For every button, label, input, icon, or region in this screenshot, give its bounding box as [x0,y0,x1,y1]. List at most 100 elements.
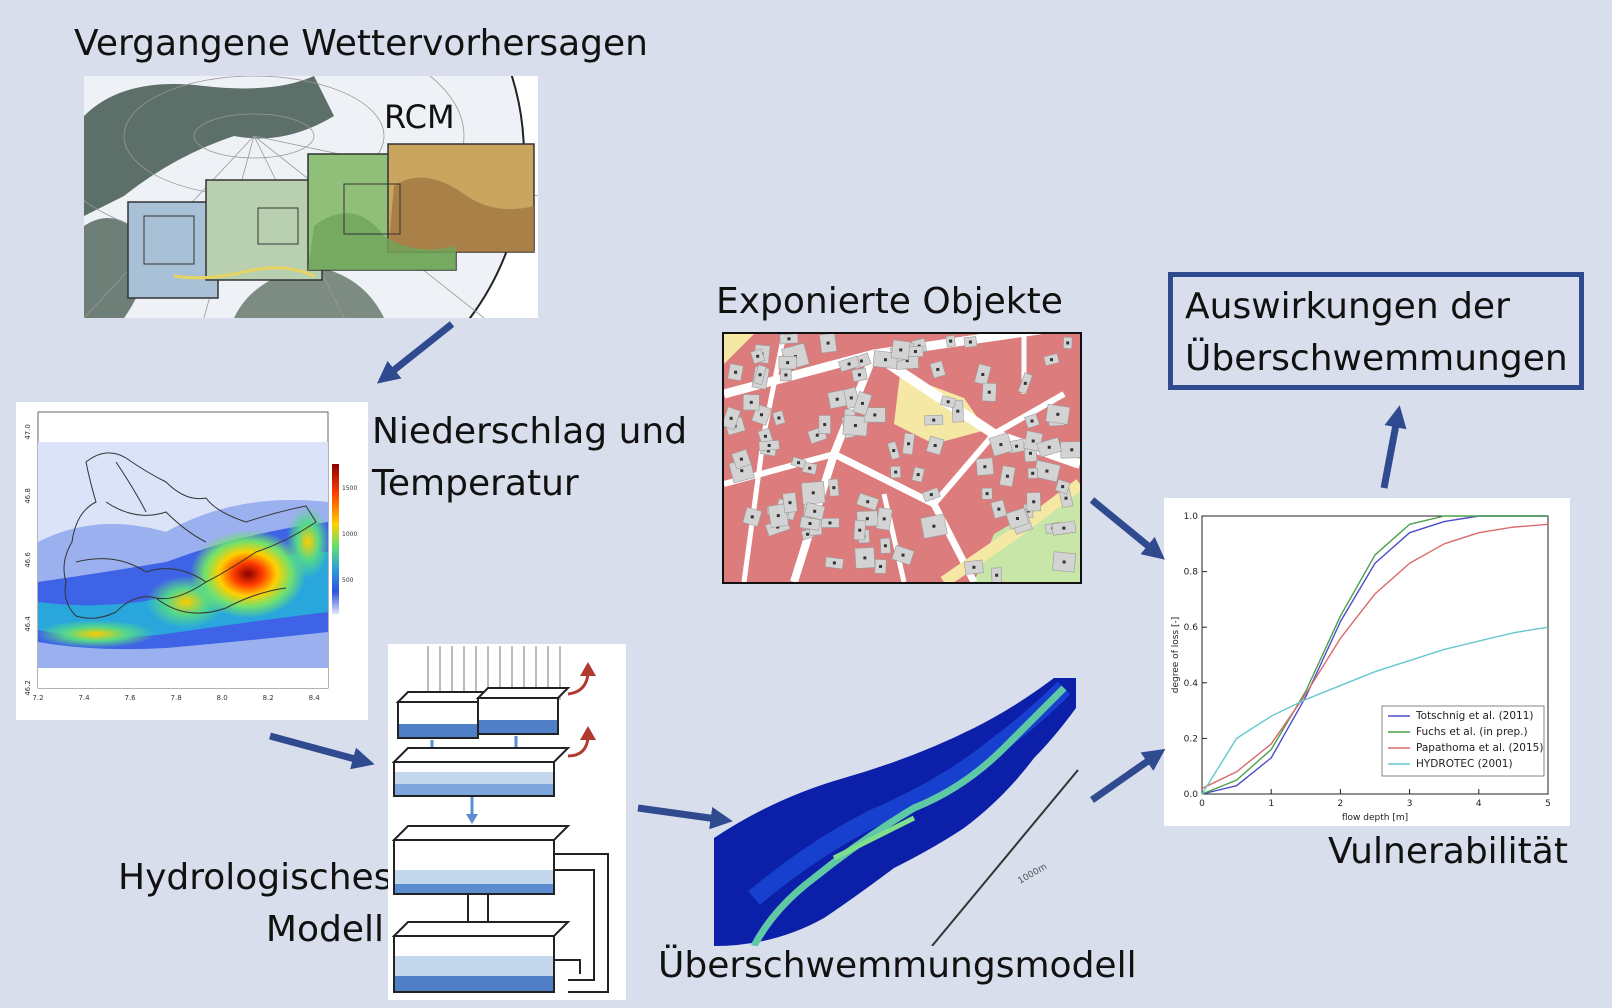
arrow-exposed-to-vulnerability [1089,497,1165,560]
hydrological-model-panel [388,644,626,1000]
y-tick-label: 0.8 [1184,568,1199,578]
precip-x-tick: 7.8 [171,694,182,702]
building-marker [1015,516,1019,520]
building-marker [932,524,936,528]
impacts-line1: Auswirkungen der [1185,286,1510,327]
chart-ylabel: degree of loss [-] [1171,617,1181,693]
building-marker [1070,448,1074,452]
precip-y-ticks: 47.046.846.646.446.2 [24,424,32,696]
building-marker [777,416,781,420]
building-marker [813,509,817,513]
africa-landmass [234,266,384,318]
precip-y-tick: 46.2 [24,680,32,696]
label-exposed-objects: Exponierte Objekte [716,281,1063,322]
building-marker [1064,496,1068,500]
building-marker [995,573,999,577]
building-marker [832,486,836,490]
building-marker [756,354,760,358]
building-marker [788,501,792,505]
building-marker [1062,560,1066,564]
building-marker [826,341,830,345]
building-marker [983,465,987,469]
flood-model-panel: 1000m [714,678,1084,946]
building-marker [1047,445,1051,449]
building-marker [847,362,851,366]
building-marker [849,396,853,400]
precip-colorbar-ticks: 1500 1000 500 [342,485,357,584]
arctic-landmass [84,76,334,216]
building-marker [797,461,801,465]
building-marker [860,401,864,405]
catchment-boundaries [63,452,317,619]
chart-series [1201,515,1549,795]
building-marker [905,359,909,363]
building-marker [776,514,780,518]
building-marker [740,469,744,473]
y-tick-label: 0.0 [1184,790,1199,800]
building-marker [787,337,791,341]
building-marker [882,517,886,521]
chart-xlabel: flow depth [m] [1342,813,1408,823]
building-marker [1031,471,1035,475]
building-marker [759,413,763,417]
building-marker [956,409,960,413]
building-marker [932,418,936,422]
building-footprints [724,334,1080,582]
building-marker [734,370,738,374]
rcm-domain-2 [205,179,323,281]
x-tick-label: 2 [1338,799,1344,809]
building-marker [985,492,989,496]
legend-label: Totschnig et al. (2011) [1415,710,1534,722]
building-marker [805,532,809,536]
building-marker [907,442,911,446]
building-marker [786,361,790,365]
label-precipitation-line1: Niederschlag und [372,411,688,452]
building-marker [1023,381,1027,385]
precip-y-tick: 46.8 [24,488,32,504]
precip-x-tick: 8.2 [263,694,274,702]
impacts-box: Auswirkungen der Überschwemmungen [1168,272,1584,390]
building-marker [749,400,753,404]
scale-bar [931,769,1079,946]
building-marker [832,561,836,565]
building-marker [1062,526,1066,530]
building-marker [808,522,812,526]
precip-y-tick: 46.6 [24,552,32,568]
building-marker [1032,500,1036,504]
series-line-3 [1201,626,1549,795]
building-marker [758,373,762,377]
building-marker [823,423,827,427]
building-marker [857,373,861,377]
label-hydro-line2: Modell [265,909,384,950]
precip-x-tick: 7.6 [124,694,136,702]
series-line-2 [1201,523,1549,790]
building-marker [729,416,733,420]
snow-reservoir-left [395,691,491,739]
building-marker [784,373,788,377]
building-marker [949,339,953,343]
building-marker [828,521,832,525]
arrow-precip-to-hydro [269,732,375,770]
arrow-forecast-to-precip [376,321,455,384]
label-precipitation: Niederschlag und Temperatur [372,406,687,510]
precip-colorbar-tick: 500 [342,577,354,584]
building-marker [865,517,869,521]
x-tick-label: 4 [1476,799,1482,809]
precip-colorbar-tick: 1500 [342,485,357,492]
lower-groundwater-storage [391,921,571,993]
building-marker [929,493,933,497]
exposed-objects-map-panel [722,332,1082,584]
river-channel [750,685,1067,946]
building-marker [873,413,877,417]
evaporation-arrow-1 [567,673,590,696]
precip-y-tick: 46.4 [24,616,32,632]
x-tick-label: 1 [1268,799,1274,809]
label-hydrological-model: Hydrologisches Modell [118,852,392,956]
precip-x-tick: 8.4 [309,694,321,702]
building-marker [1045,469,1049,473]
precip-colorbar-tick: 1000 [342,531,357,538]
building-marker [981,372,985,376]
building-marker [972,565,976,569]
building-marker [1056,412,1060,416]
